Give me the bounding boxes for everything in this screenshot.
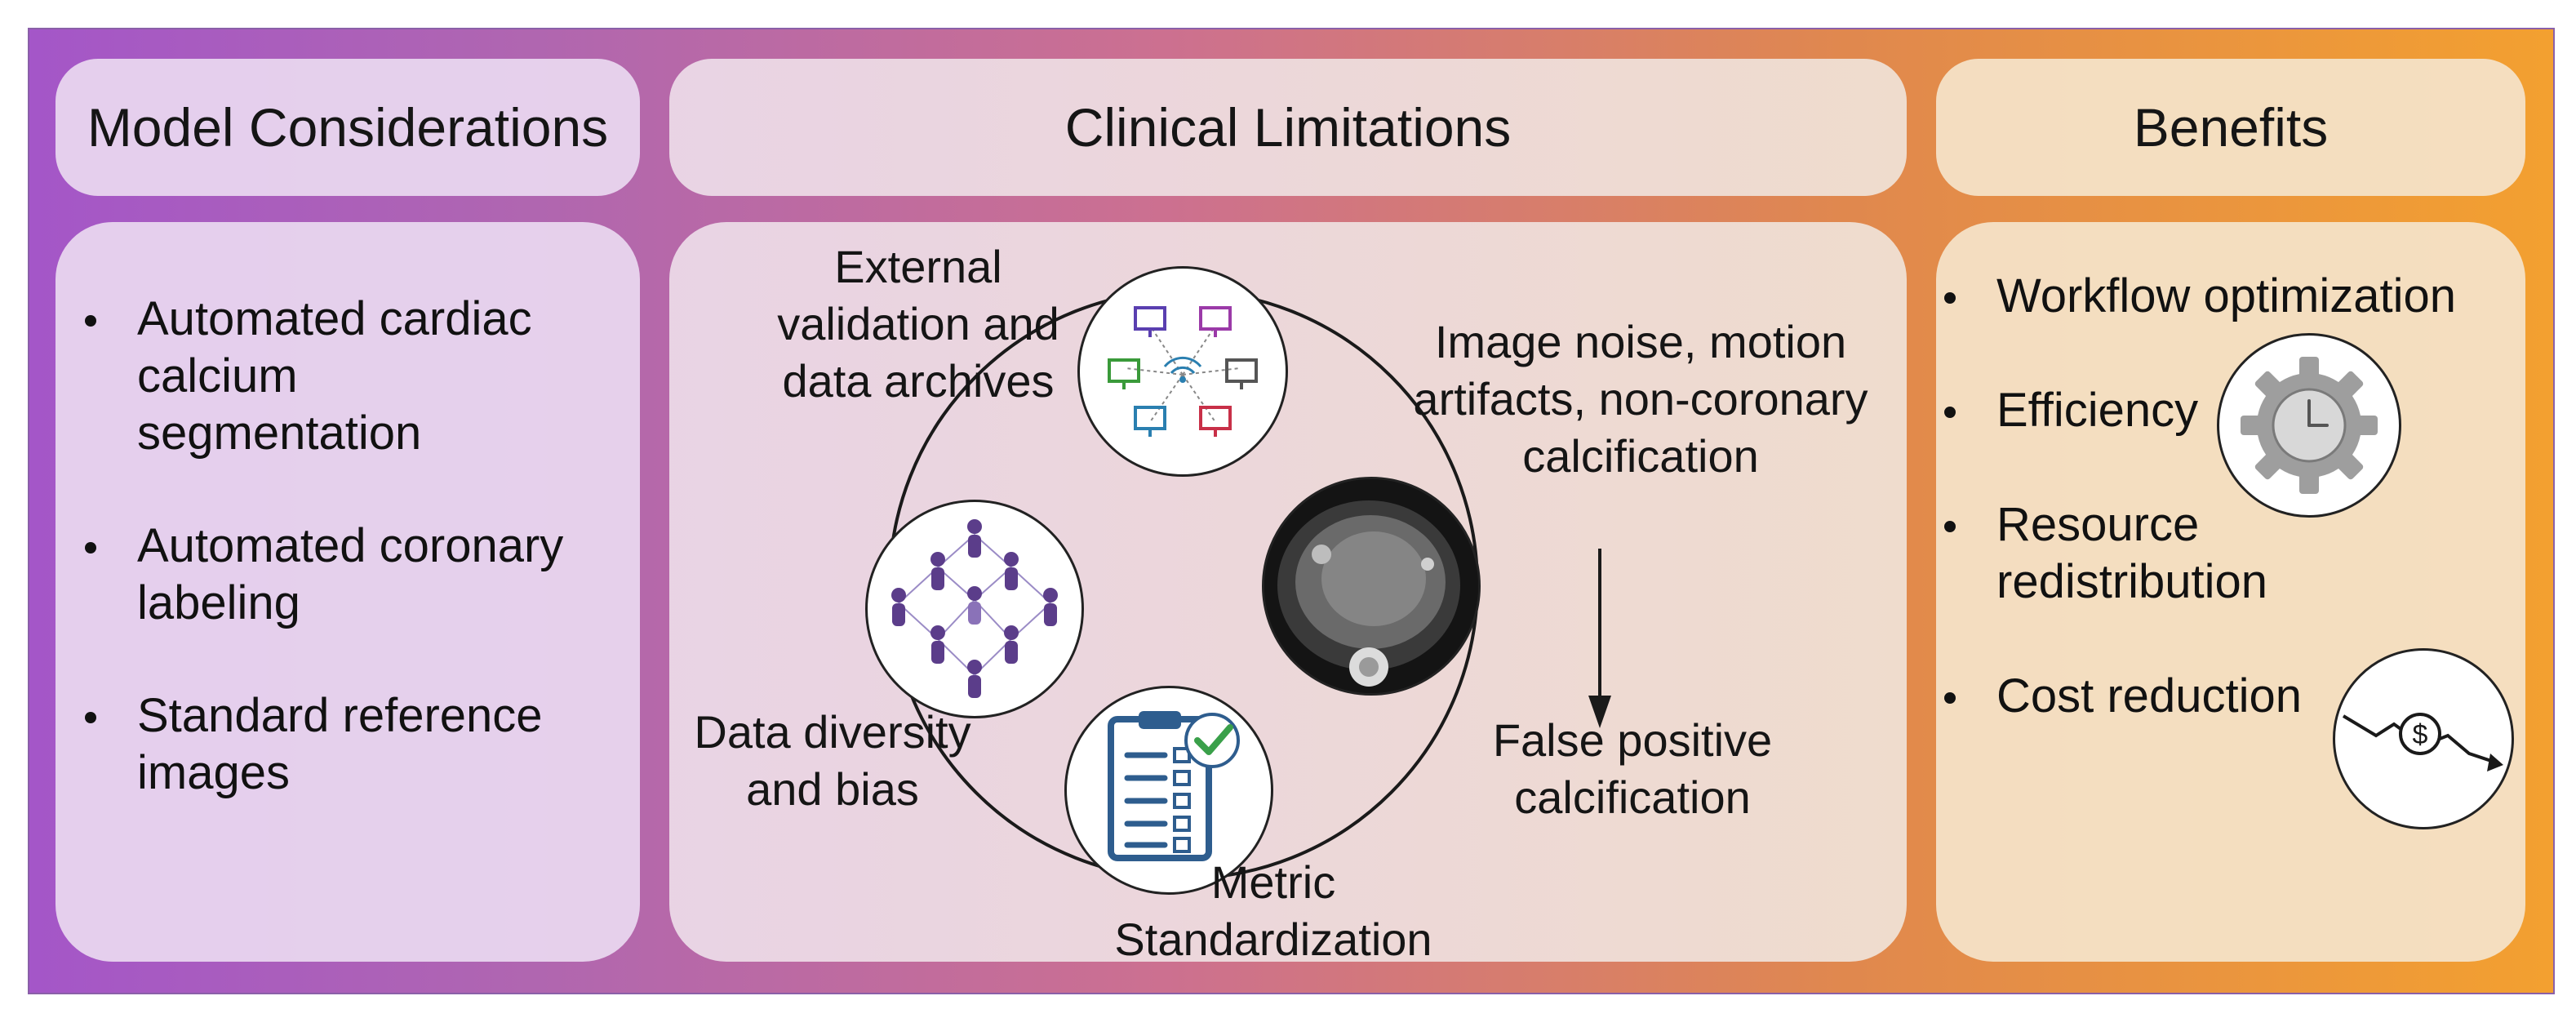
model-considerations-panel: Automated cardiac calcium segmentation A… bbox=[56, 222, 640, 962]
list-item: Resource redistribution bbox=[1939, 496, 2456, 611]
diverse-people-circle bbox=[865, 500, 1084, 718]
diagram-frame: Model Considerations Clinical Limitation… bbox=[28, 28, 2555, 994]
image-noise-label: Image noise, motion artifacts, non-coron… bbox=[1413, 316, 1868, 482]
benefits-panel: Workflow optimization Efficiency Resourc… bbox=[1936, 222, 2525, 962]
gear-clock-icon bbox=[2241, 357, 2378, 494]
gear-clock-circle bbox=[2217, 333, 2401, 518]
bullet-icon bbox=[1944, 292, 1956, 304]
benefits-header: Benefits bbox=[1936, 59, 2525, 196]
benefits-title: Benefits bbox=[2133, 97, 2329, 158]
model-considerations-list: Automated cardiac calcium segmentation A… bbox=[80, 291, 563, 857]
list-item: Standard reference images bbox=[80, 687, 563, 802]
bullet-icon bbox=[85, 712, 96, 723]
bullet-icon bbox=[1944, 521, 1956, 532]
external-validation-label: External validation and data archives bbox=[777, 241, 1059, 407]
checklist-clipboard-circle bbox=[1064, 686, 1273, 895]
bullet-icon bbox=[85, 315, 96, 327]
networked-computers-circle bbox=[1077, 266, 1288, 477]
benefits-list: Workflow optimization Efficiency Resourc… bbox=[1939, 268, 2456, 780]
model-considerations-header: Model Considerations bbox=[56, 59, 640, 196]
list-item: Workflow optimization bbox=[1939, 268, 2456, 325]
bullet-icon bbox=[1944, 692, 1956, 704]
clinical-limitations-header: Clinical Limitations bbox=[669, 59, 1907, 196]
ct-scan-circle bbox=[1262, 477, 1481, 696]
networked-computers-icon bbox=[1108, 306, 1258, 437]
dollar-downtrend-icon: $ bbox=[2342, 713, 2503, 771]
clinical-limitations-title: Clinical Limitations bbox=[1064, 97, 1512, 158]
data-diversity-label: Data diversity and bias bbox=[694, 706, 971, 815]
metric-standardization-label: Metric Standardization bbox=[1114, 856, 1432, 965]
clinical-limitations-panel: External validation and data archives Im… bbox=[669, 222, 1907, 965]
dollar-downtrend-circle: $ bbox=[2333, 648, 2514, 829]
dollar-sign: $ bbox=[2413, 719, 2428, 750]
model-considerations-title: Model Considerations bbox=[87, 97, 609, 158]
checklist-clipboard-icon bbox=[1108, 711, 1240, 861]
list-item: Automated cardiac calcium segmentation bbox=[80, 291, 563, 462]
bullet-icon bbox=[85, 542, 96, 554]
list-item: Automated coronary labeling bbox=[80, 518, 563, 632]
false-positive-label: False positive calcification bbox=[1492, 714, 1773, 823]
bullet-icon bbox=[1944, 407, 1956, 418]
down-arrow-icon bbox=[1588, 549, 1611, 728]
ct-scan-image-icon bbox=[1264, 479, 1478, 693]
list-item: Efficiency bbox=[1939, 382, 2456, 439]
diverse-people-network-icon bbox=[891, 519, 1058, 698]
list-item: Cost reduction bbox=[1939, 668, 2456, 725]
